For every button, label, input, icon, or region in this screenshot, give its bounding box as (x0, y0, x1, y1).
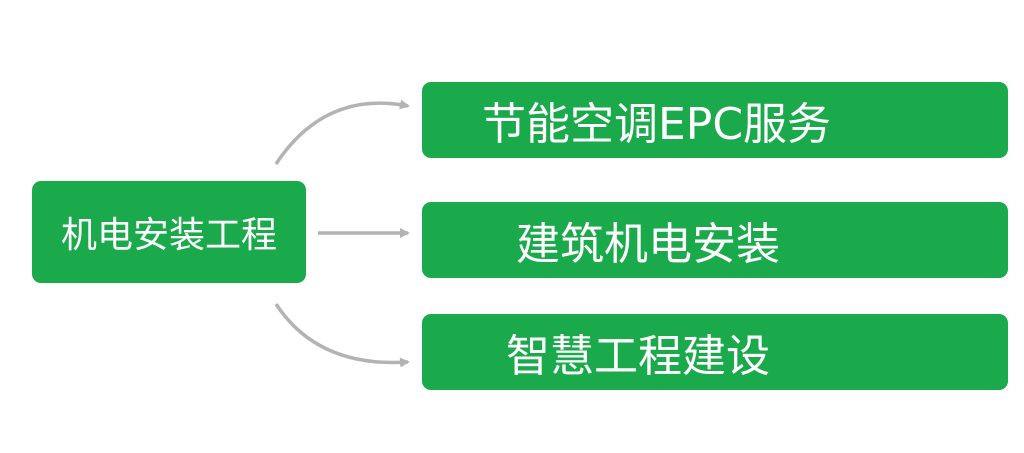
branch-node-smart-engineering: 智慧工程建设 (422, 314, 1008, 390)
branch-node-label: 节能空调EPC服务 (482, 99, 832, 150)
root-node-label: 机电安装工程 (60, 215, 277, 256)
branch-node-building-installation: 建筑机电安装 (422, 202, 1008, 278)
arrow-to-branch-3 (274, 303, 410, 368)
branch-node-label: 智慧工程建设 (506, 331, 770, 382)
arrow-to-branch-1 (274, 99, 410, 165)
branch-node-energy-saving-epc: 节能空调EPC服务 (422, 82, 1008, 158)
branch-node-label: 建筑机电安装 (516, 219, 780, 270)
root-node: 机电安装工程 (32, 181, 306, 283)
